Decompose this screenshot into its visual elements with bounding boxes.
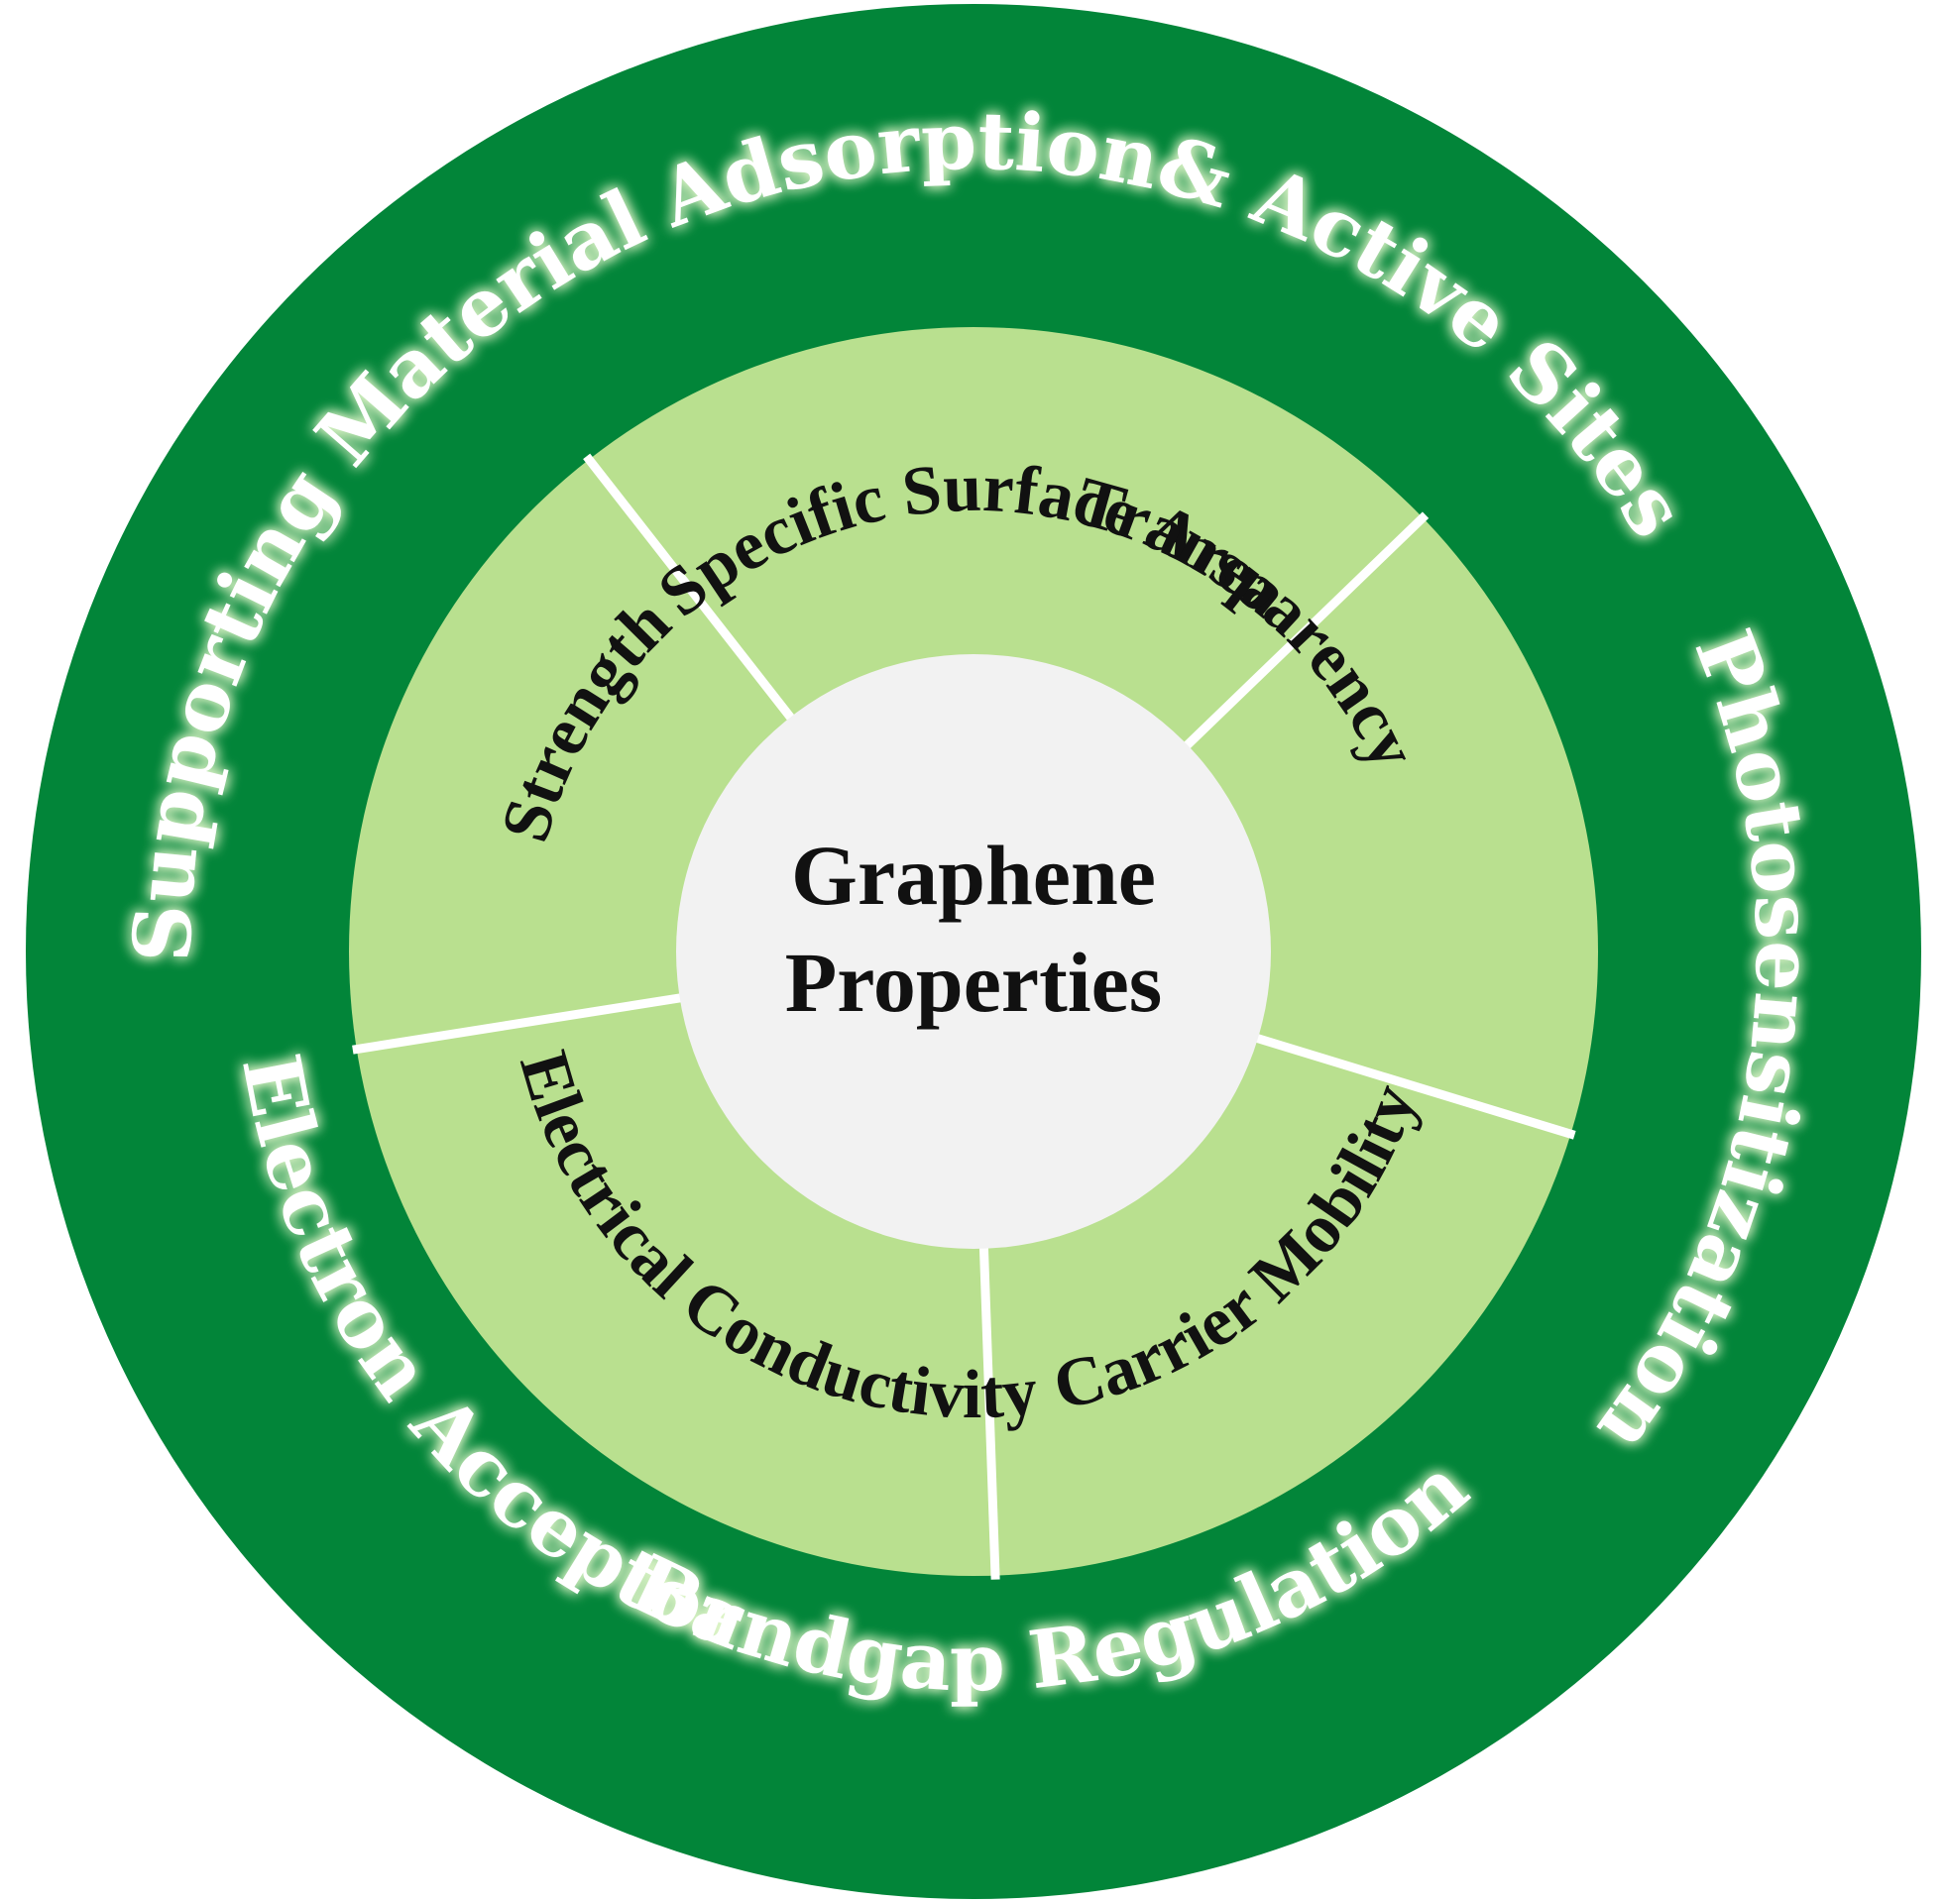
center-title-line2: Properties: [785, 935, 1163, 1030]
segment-dividers: [352, 453, 1576, 1580]
segment-divider-2: [1181, 511, 1430, 751]
center-title-line1: Graphene: [791, 828, 1156, 923]
center-circle: [676, 654, 1271, 1249]
segment-divider-5: [352, 992, 685, 1055]
segment-divider-3: [1252, 1033, 1576, 1140]
segment-divider-1: [583, 453, 797, 724]
segment-divider-4: [978, 1244, 1000, 1580]
